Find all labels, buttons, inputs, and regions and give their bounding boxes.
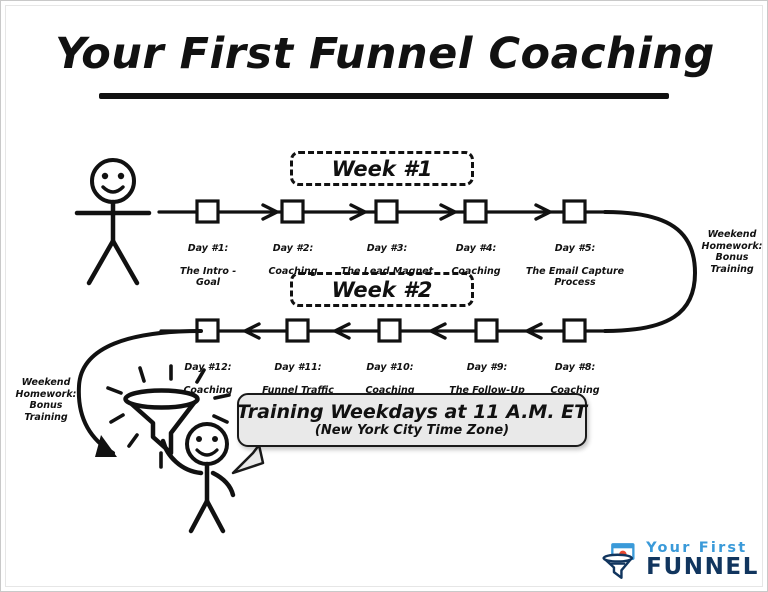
day-topic-12: Coaching (183, 384, 233, 396)
day-topic-11: Funnel Traffic (262, 384, 334, 396)
brand-logo: Your First FUNNEL (599, 536, 759, 584)
speech-bubble: Training Weekdays at 11 A.M. ET (New Yor… (237, 393, 587, 447)
timeline-node-day-9 (474, 318, 499, 343)
speech-bubble-tail (231, 443, 265, 475)
funnel-logo-icon (602, 543, 635, 579)
day-number-8: Day #8: (554, 361, 596, 373)
weekend-homework-note-left: Weekend Homework: Bonus Training (15, 377, 77, 423)
day-label-11: Day #11: Funnel Traffic (252, 350, 344, 408)
day-number-11: Day #11: (274, 361, 322, 373)
logo-line-1: Your First (646, 539, 748, 556)
title-underline (99, 93, 669, 99)
day-label-1: Day #1: The Intro - Goal (167, 231, 249, 300)
day-label-12: Day #12: Coaching (166, 350, 250, 408)
day-label-8: Day #8: Coaching (533, 350, 617, 408)
day-topic-3: The Lead Magnet (340, 265, 434, 277)
day-topic-4: Coaching (451, 265, 501, 277)
page-title: Your First Funnel Coaching (55, 29, 715, 79)
stick-figure-bottom (160, 422, 236, 534)
day-number-1: Day #1: (187, 242, 229, 254)
day-number-3: Day #3: (366, 242, 408, 254)
day-label-5: Day #5: The Email Capture Process (513, 231, 637, 300)
day-label-2: Day #2: Coaching (252, 231, 334, 289)
timeline-node-day-4 (463, 199, 488, 224)
day-number-4: Day #4: (455, 242, 497, 254)
day-number-9: Day #9: (466, 361, 508, 373)
timeline-node-day-5 (562, 199, 587, 224)
day-topic-5: The Email Capture Process (525, 265, 625, 289)
timeline-node-day-8 (562, 318, 587, 343)
day-topic-8: Coaching (550, 384, 600, 396)
timeline-row-2 (159, 318, 607, 343)
timeline-node-day-2 (280, 199, 305, 224)
day-topic-1: The Intro - Goal (179, 265, 237, 289)
day-number-12: Day #12: (184, 361, 232, 373)
day-label-4: Day #4: Coaching (435, 231, 517, 289)
stick-figure-top (74, 158, 152, 286)
timeline-node-day-3 (374, 199, 399, 224)
funnel-illustration (106, 364, 231, 469)
week-2-badge: Week #2 (290, 272, 474, 307)
timeline-node-day-10 (377, 318, 402, 343)
weekend-homework-note-right: Weekend Homework: Bonus Training (701, 229, 763, 275)
week-1-badge: Week #1 (290, 151, 474, 186)
timeline-row-1 (157, 199, 607, 224)
day-label-3: Day #3: The Lead Magnet (334, 231, 440, 289)
timeline-node-day-11 (285, 318, 310, 343)
day-topic-10: Coaching (365, 384, 415, 396)
funnel-sparkle-rays (106, 364, 231, 469)
speech-bubble-line-1: Training Weekdays at 11 A.M. ET (236, 401, 588, 423)
day-number-10: Day #10: (366, 361, 414, 373)
connector-right-uturn (603, 210, 697, 333)
logo-line-2: FUNNEL (646, 554, 759, 581)
logo-wordmark: Your First FUNNEL (646, 541, 759, 580)
speech-bubble-line-2: (New York City Time Zone) (314, 423, 510, 438)
day-topic-2: Coaching (268, 265, 318, 277)
connector-left-down (76, 329, 203, 457)
timeline-node-day-1 (195, 199, 220, 224)
day-number-5: Day #5: (554, 242, 596, 254)
day-number-2: Day #2: (272, 242, 314, 254)
day-label-10: Day #10: Coaching (348, 350, 432, 408)
